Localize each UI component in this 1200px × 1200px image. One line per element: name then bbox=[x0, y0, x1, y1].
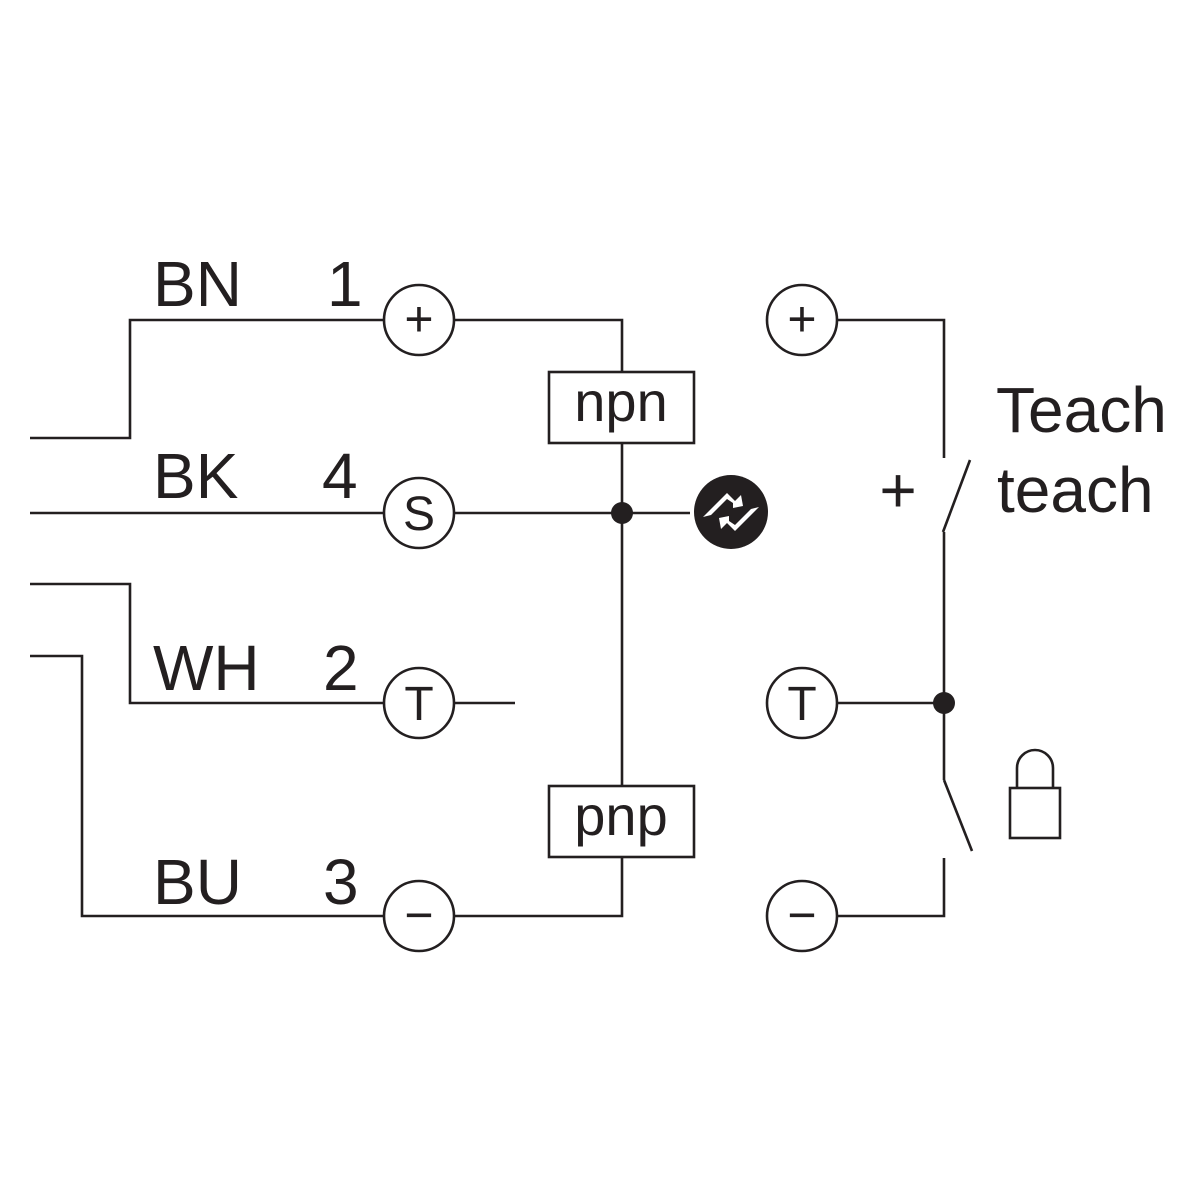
pnp-box bbox=[547, 784, 696, 859]
wire-wh-pin-label: 2 bbox=[323, 632, 359, 704]
pnp-label: pnp bbox=[574, 784, 667, 847]
wire-wh-color-label: WH bbox=[153, 632, 260, 704]
teach-label-line2: teach bbox=[997, 454, 1154, 526]
switch-upper-blade bbox=[941, 459, 972, 533]
terminal-t-right-label: T bbox=[787, 678, 816, 731]
terminal-plus-right: + bbox=[765, 283, 839, 357]
terminal-minus-left: − bbox=[382, 879, 456, 953]
line-plus-to-npn bbox=[455, 318, 624, 372]
terminal-t-right: T bbox=[765, 666, 839, 740]
wire-bk-pin-label: 4 bbox=[322, 440, 358, 512]
wire-bn bbox=[30, 318, 384, 440]
output-switching-icon bbox=[694, 475, 768, 549]
junction-dot-s bbox=[611, 502, 633, 524]
npn-label: npn bbox=[574, 370, 667, 433]
teach-label-line1: Teach bbox=[996, 374, 1167, 446]
terminal-minus-left-label: − bbox=[404, 887, 433, 943]
wire-wh bbox=[30, 582, 384, 705]
line-pnp-to-minus bbox=[455, 857, 624, 918]
terminal-s-left-label: S bbox=[403, 488, 435, 541]
terminal-s-left: S bbox=[382, 476, 456, 550]
wire-bu-color-label: BU bbox=[153, 846, 242, 918]
wire-bu-pin-label: 3 bbox=[323, 846, 359, 918]
terminal-t-left: T bbox=[382, 666, 456, 740]
switch-lower-blade bbox=[942, 779, 974, 852]
line-right-minus bbox=[838, 858, 946, 918]
terminal-minus-right: − bbox=[765, 879, 839, 953]
teach-switch-plus-sign: + bbox=[879, 454, 916, 526]
terminal-plus-right-label: + bbox=[787, 291, 816, 347]
wire-bn-pin-label: 1 bbox=[327, 248, 363, 320]
wire-bu bbox=[30, 654, 384, 918]
wire-bn-color-label: BN bbox=[153, 248, 242, 320]
wire-bk-color-label: BK bbox=[153, 440, 238, 512]
npn-box bbox=[547, 370, 696, 445]
terminal-plus-left-label: + bbox=[404, 291, 433, 347]
padlock-icon bbox=[1008, 748, 1062, 840]
terminal-t-left-label: T bbox=[404, 678, 433, 731]
line-right-plus bbox=[838, 318, 946, 458]
terminal-minus-right-label: − bbox=[787, 887, 816, 943]
junction-dot-t bbox=[933, 692, 955, 714]
terminal-plus-left: + bbox=[382, 283, 456, 357]
